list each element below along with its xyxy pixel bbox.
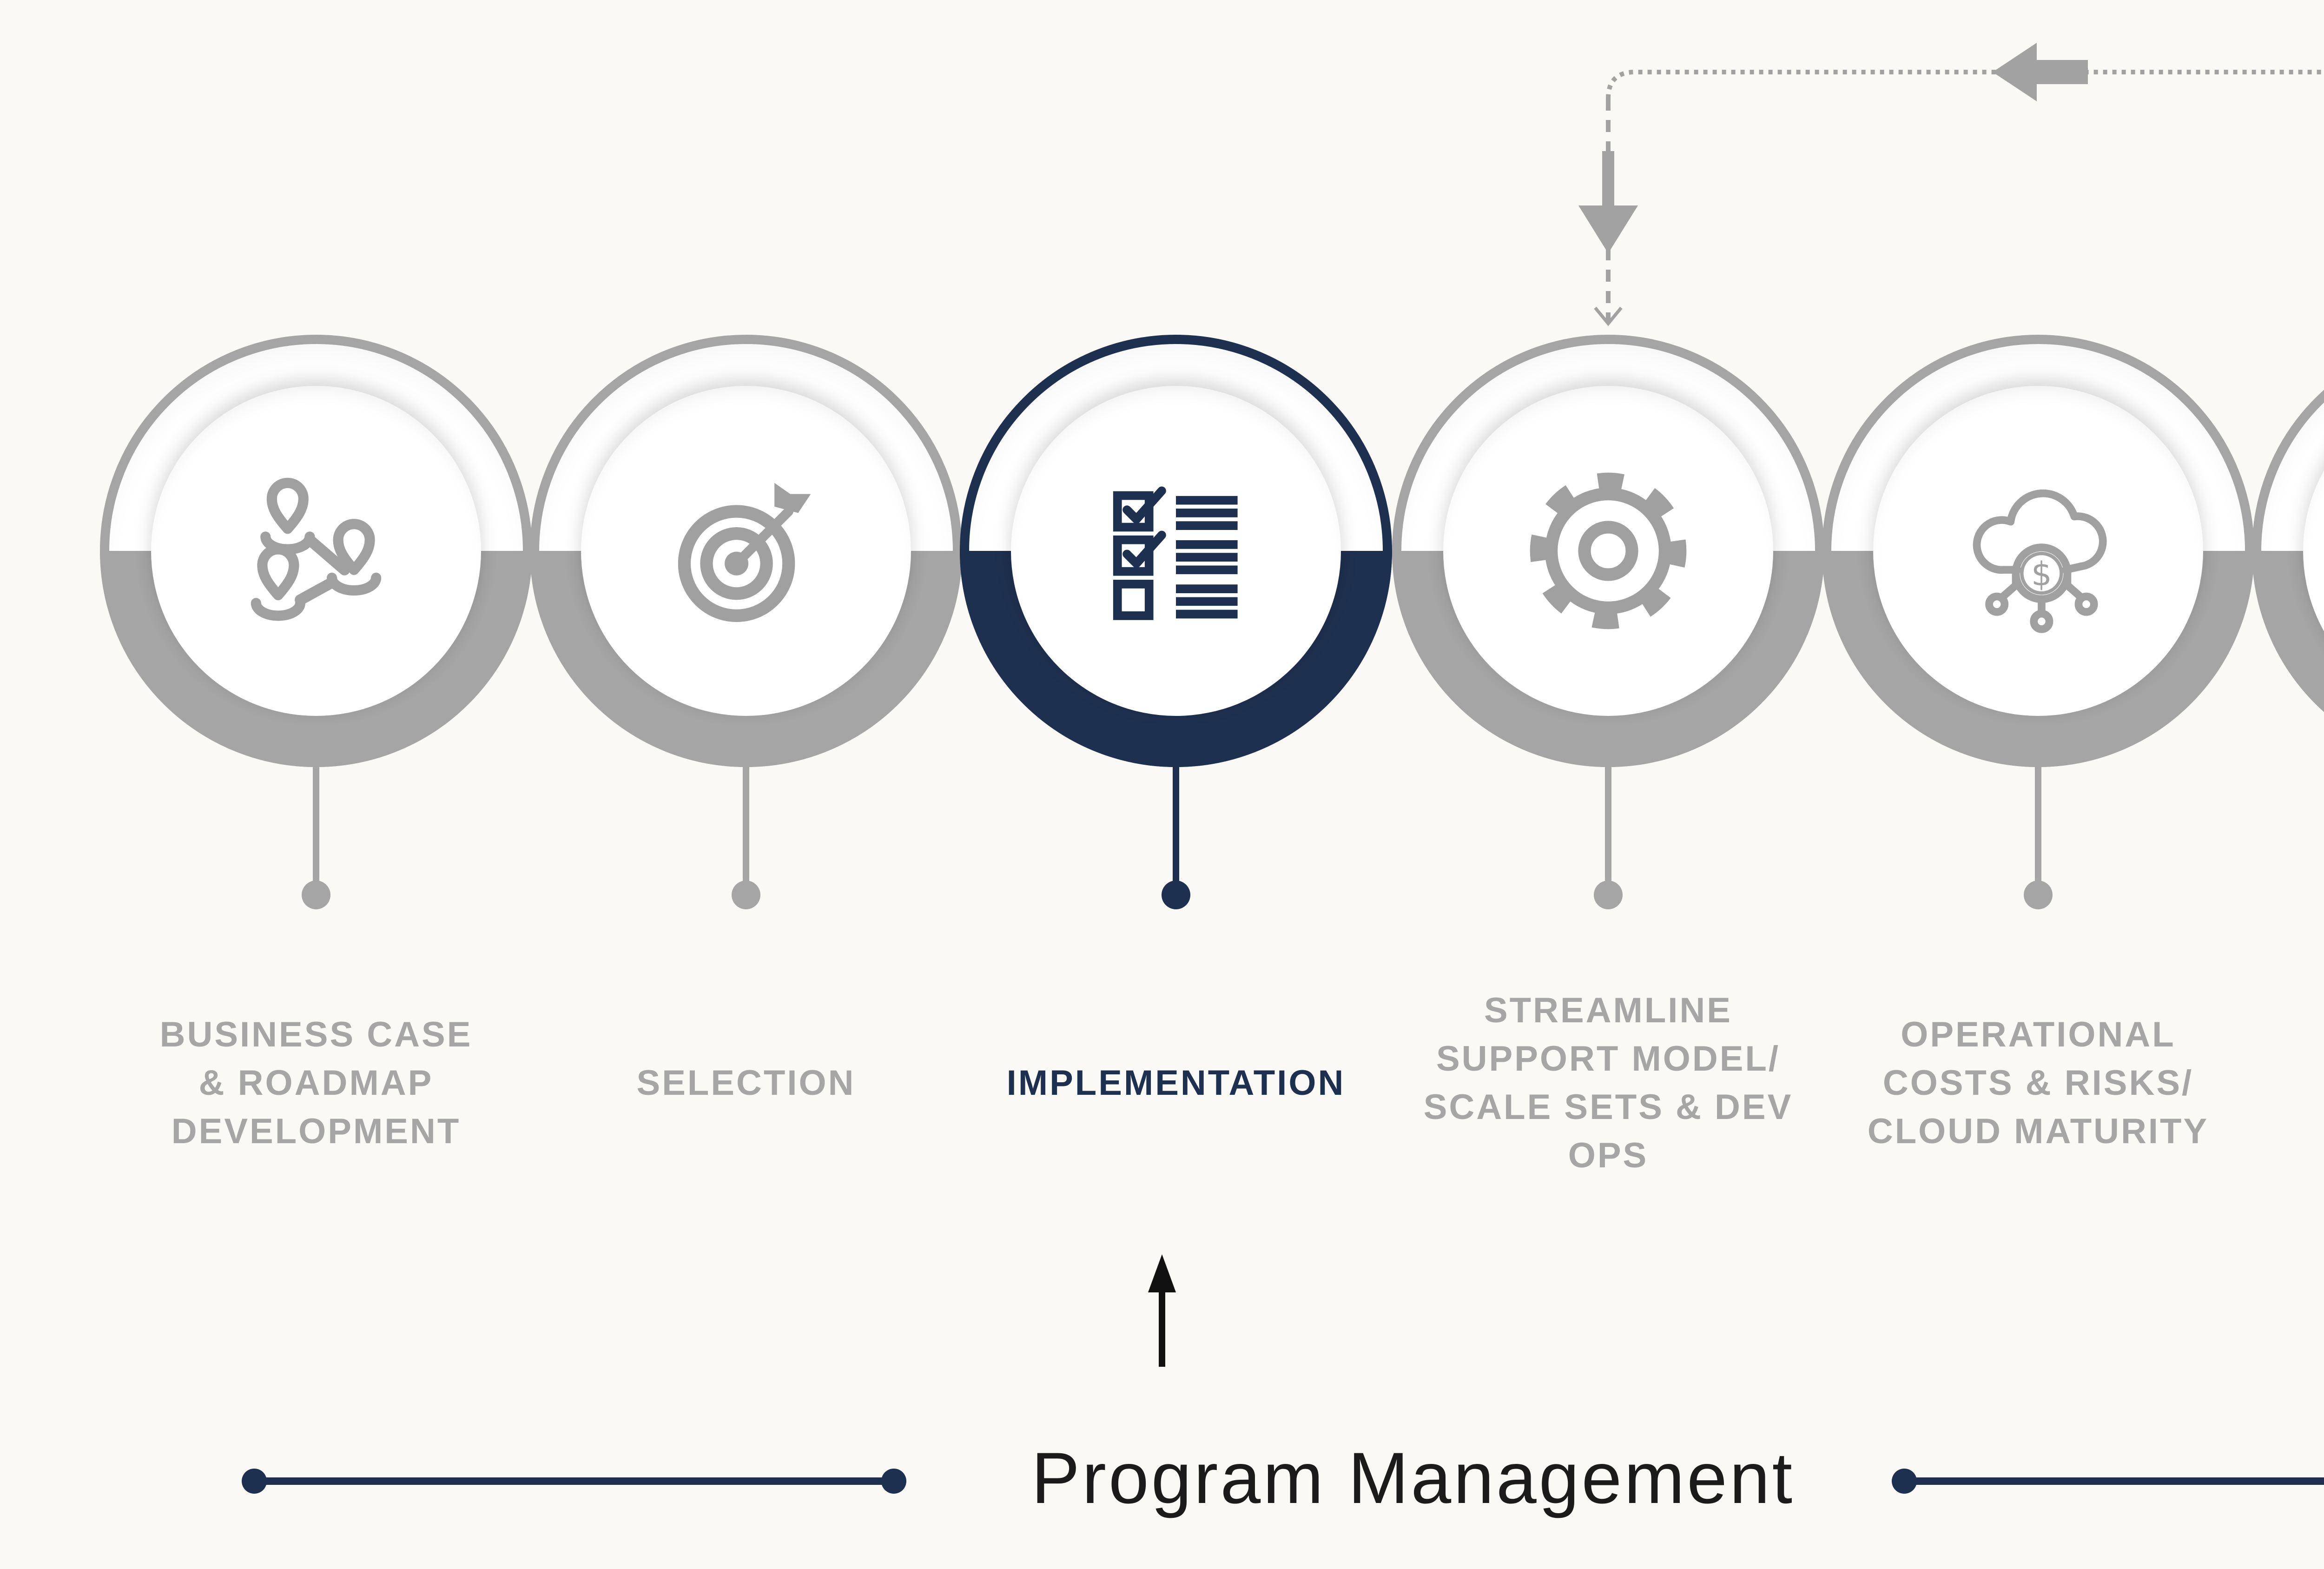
stage-disc bbox=[1443, 386, 1773, 716]
stage-dot bbox=[1162, 880, 1190, 909]
program-management-label: Program Management bbox=[1031, 1438, 1795, 1519]
stage-dot bbox=[1594, 880, 1623, 909]
small-arrowhead-down-icon bbox=[1594, 306, 1623, 326]
stage-label: OPERATIONAL COSTS & RISKS/ CLOUD MATURIT… bbox=[1867, 1015, 2209, 1151]
stage-stem bbox=[313, 760, 319, 900]
program-line-left bbox=[242, 1469, 906, 1494]
stage-dot bbox=[2024, 880, 2053, 909]
stage-label: UPGRADES bbox=[2231, 1004, 2324, 1162]
gear-icon bbox=[1530, 472, 1687, 629]
stage-node-streamline-support: STREAMLINE SUPPORT MODEL/ SCALE SETS & D… bbox=[1392, 335, 1824, 1175]
stage-dot bbox=[732, 880, 760, 909]
stage-node-upgrades: UPGRADES bbox=[2252, 335, 2324, 767]
implementation-pointer-arrow-icon bbox=[1148, 1254, 1176, 1367]
stage-stem bbox=[1173, 760, 1179, 900]
stage-node-implementation: IMPLEMENTATION bbox=[960, 335, 1392, 1103]
stage-node-selection: SELECTION bbox=[530, 335, 962, 1103]
roadmap-pins-icon bbox=[251, 477, 382, 621]
stage-label: IMPLEMENTATION bbox=[1006, 1063, 1346, 1103]
stage-stem bbox=[2035, 760, 2041, 900]
stage-label: SELECTION bbox=[636, 1063, 856, 1103]
stage-stem bbox=[743, 760, 749, 900]
stage-disc bbox=[1011, 386, 1341, 716]
dollar-glyph: $ bbox=[2031, 555, 2052, 593]
stage-stem bbox=[1605, 760, 1611, 900]
checklist-icon bbox=[1113, 486, 1238, 620]
program-line-right bbox=[1892, 1469, 2324, 1494]
feedback-loop-path bbox=[1594, 70, 2324, 326]
stage-node-business-case: BUSINESS CASE & ROADMAP DEVELOPMENT bbox=[100, 335, 532, 1151]
stage-label: STREAMLINE SUPPORT MODEL/ SCALE SETS & D… bbox=[1423, 991, 1793, 1175]
stage-dot bbox=[302, 880, 330, 909]
stage-label: BUSINESS CASE & ROADMAP DEVELOPMENT bbox=[159, 1015, 473, 1151]
arrow-down-icon bbox=[1578, 151, 1638, 253]
target-icon bbox=[678, 483, 811, 622]
stage-node-operational-costs: $ OPERATIONAL COSTS & RISKS/ CLOUD MATUR… bbox=[1822, 335, 2254, 1151]
cloud-cost-icon: $ bbox=[1973, 489, 2107, 633]
arrow-left-icon bbox=[1993, 43, 2088, 101]
